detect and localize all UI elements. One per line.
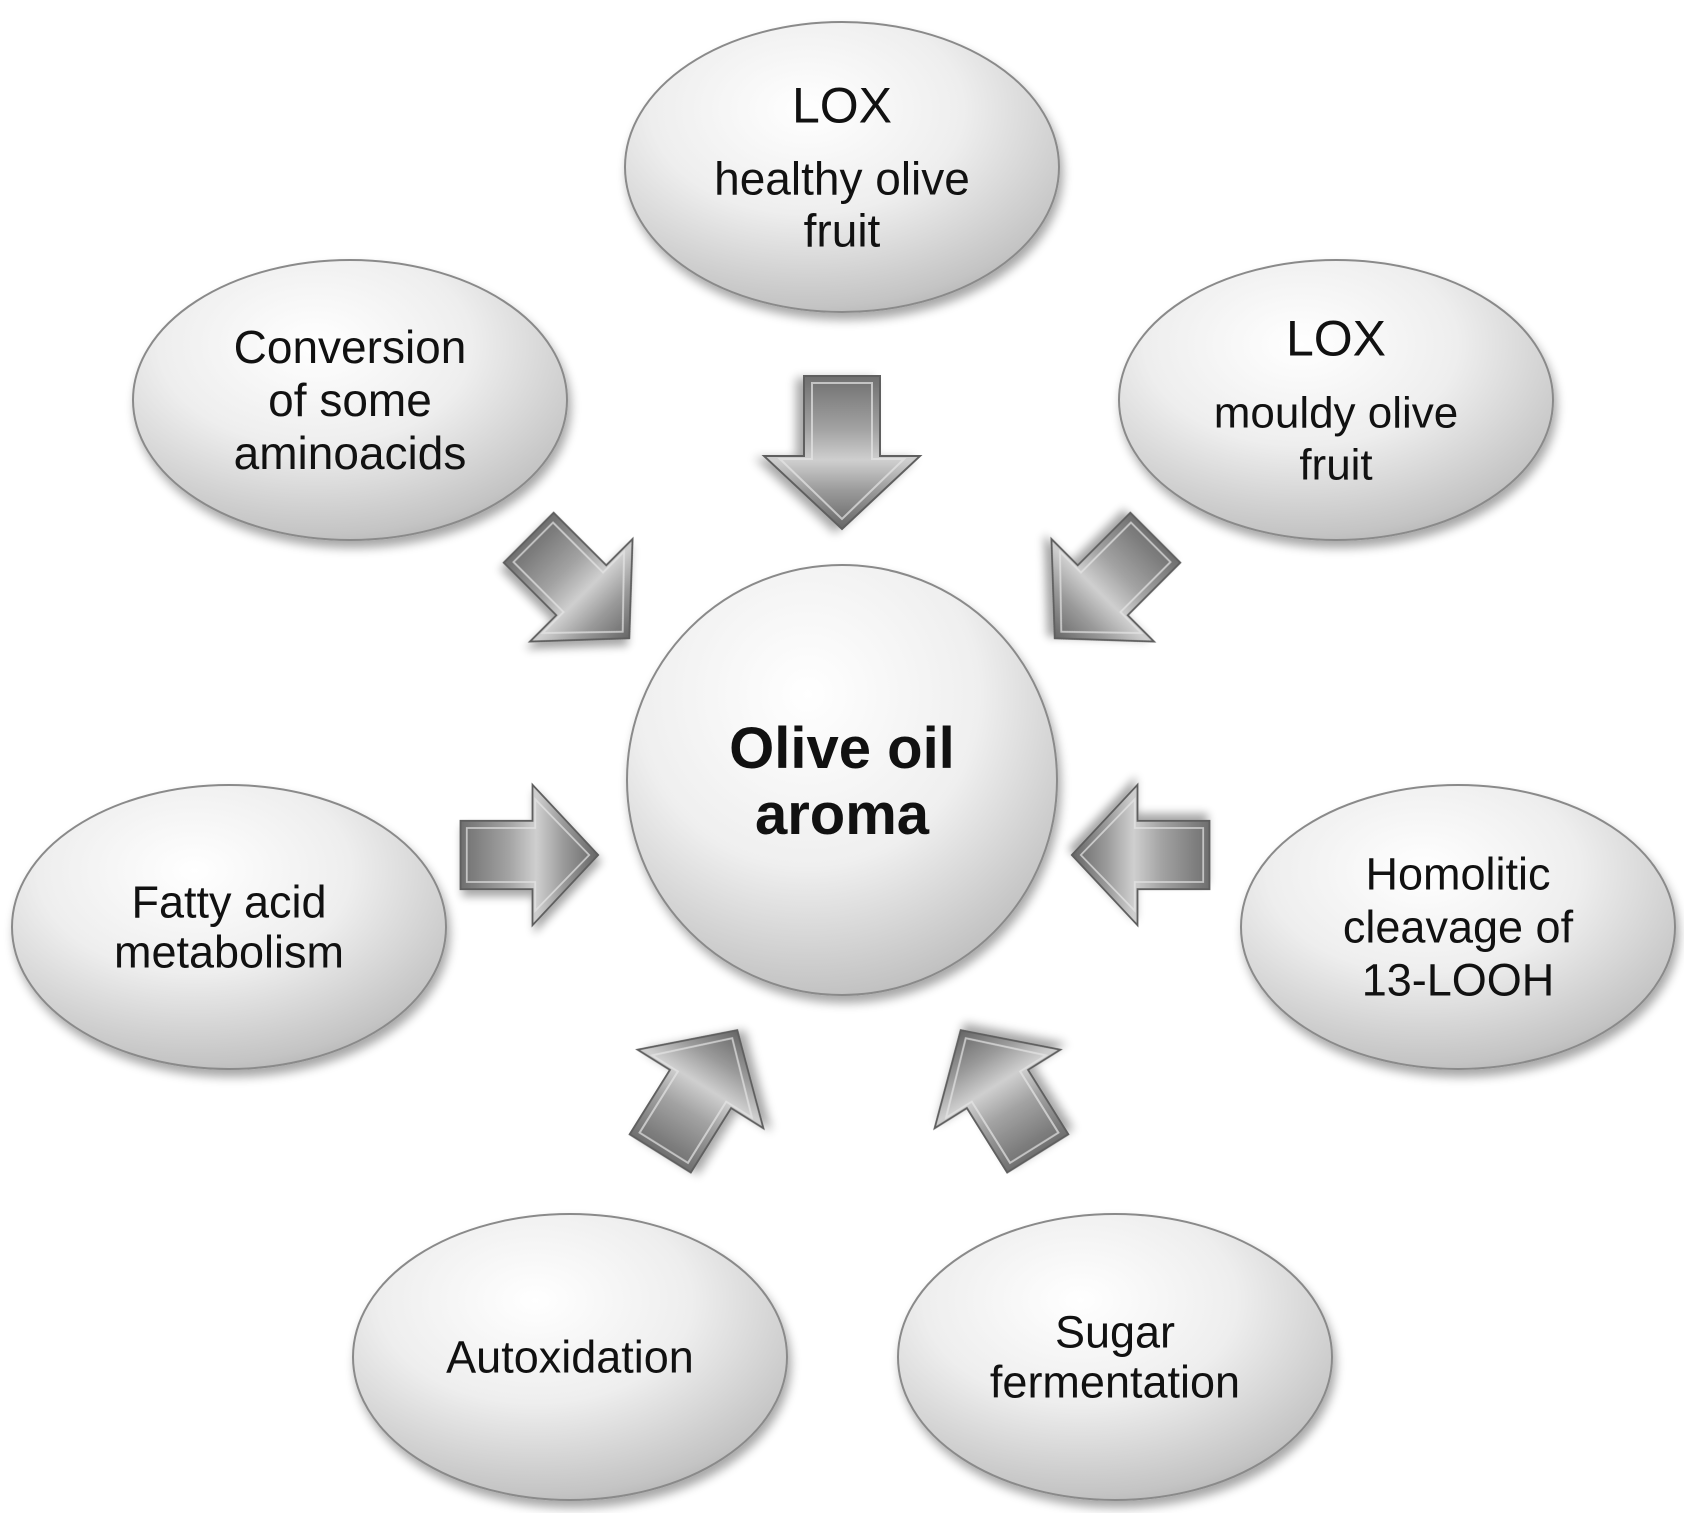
node-label-line: fruit (804, 204, 881, 256)
arrow-from-homolitic (1070, 782, 1211, 928)
node-label-line: 13-LOOH (1362, 955, 1555, 1006)
node-oval (352, 1213, 788, 1501)
node-oval (1118, 259, 1554, 541)
node-label-line: fermentation (990, 1357, 1240, 1408)
node-label-line: mouldy olive (1214, 388, 1459, 437)
arrow-from-autoxidation (628, 1029, 765, 1174)
node-title: LOX (792, 77, 892, 133)
node-oval (11, 784, 447, 1070)
node-title: LOX (1286, 310, 1386, 366)
node-autoxidation: Autoxidation (352, 1213, 788, 1501)
arrows-layer (459, 375, 1211, 1174)
node-label-line: of some (268, 374, 432, 426)
node-oval (132, 259, 568, 541)
node-label-line: Fatty acid (131, 877, 326, 928)
node-oval (1240, 784, 1676, 1070)
node-label-line: healthy olive (714, 152, 970, 204)
arrow-from-aminoacids (502, 511, 634, 643)
node-oval (624, 21, 1060, 313)
node-label-line: metabolism (114, 927, 344, 978)
node-label-line: aminoacids (234, 427, 467, 479)
arrow-from-lox-healthy (761, 375, 923, 531)
center-label-line: Olive oil (729, 716, 955, 781)
node-label-line: fruit (1299, 440, 1372, 489)
node-label-line: Conversion (234, 321, 467, 373)
node-label-line: cleavage of (1343, 902, 1574, 953)
node-oval (897, 1213, 1333, 1501)
center-circle (626, 564, 1058, 996)
center-label-line: aroma (755, 782, 930, 847)
arrow-from-lox-mouldy (1050, 511, 1182, 643)
arrow-from-fatty-acid (459, 782, 600, 928)
node-label-line: Autoxidation (446, 1332, 694, 1383)
node-label-line: Homolitic (1365, 849, 1550, 900)
arrow-from-sugar-fermentation (933, 1029, 1070, 1174)
node-label-line: Sugar (1055, 1307, 1175, 1358)
